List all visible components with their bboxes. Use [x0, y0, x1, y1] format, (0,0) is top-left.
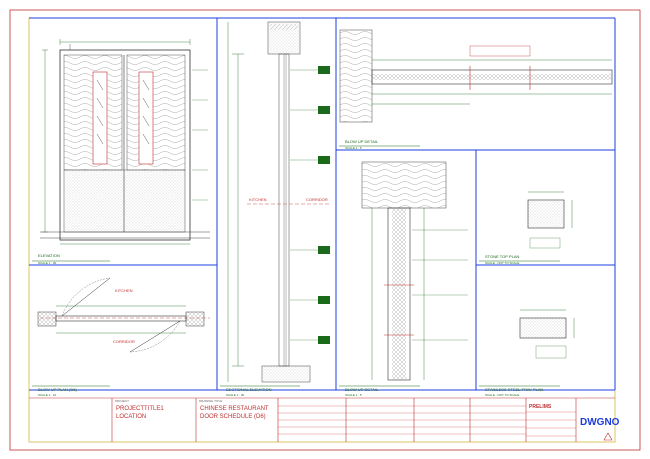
view-caption-elevation: ELEVATION: [38, 253, 60, 258]
project-location: LOCATION: [116, 414, 147, 420]
view-scale-stainless-steel-tray-plan: SCALE - NOT TO SCALE: [485, 393, 520, 397]
sectional-elevation-view: [227, 21, 330, 383]
view-scale-stone-top-plan: SCALE - NOT TO SCALE: [485, 261, 520, 265]
view-caption-blow-up-detail-2: BLOW UP DETAIL: [345, 387, 379, 392]
elevation-view: [40, 39, 210, 245]
view-scale-blow-up-plan: SCALE 1 : 10: [38, 393, 57, 397]
view-caption-stone-top-plan: STONE TOP PLAN: [485, 254, 520, 259]
view-caption-sectional-elevation: SECTIONAL ELEVATION: [226, 387, 272, 392]
drawing-title-line1: CHINESE RESTAURANT: [200, 406, 269, 412]
kitchen-tag-plan: KITCHEN: [115, 288, 133, 293]
project-heading: PROJECT: [115, 399, 130, 403]
stainless-steel-tray-plan-view: [519, 309, 575, 359]
view-scale-blow-up-detail-2: SCALE 1 : 5: [345, 393, 362, 397]
view-caption-stainless-steel-tray-plan: STAINLESS STEEL TRAY PLAN: [485, 387, 544, 392]
view-scale-elevation: SCALE 1 : 30: [38, 261, 57, 265]
blow-up-detail-vertical-view: [361, 161, 468, 381]
outer-red-frame: [9, 9, 641, 451]
stone-top-plan-view: [527, 191, 573, 249]
drawing-title-heading: DRAWING TITLE: [199, 399, 223, 403]
title-block: [29, 397, 615, 442]
kitchen-tag-section: KITCHEN: [249, 197, 267, 202]
drawing-title-line2: DOOR SCHEDULE (D6): [200, 414, 266, 420]
revision-status: PRELIMS: [529, 404, 552, 410]
panel-grid: [29, 17, 616, 391]
view-caption-blow-up-detail-1: BLOW UP DETAIL: [345, 139, 379, 144]
blow-up-plan-view: [37, 277, 210, 353]
view-caption-blow-up-plan: BLOW UP PLAN (D6): [38, 387, 77, 392]
view-scale-sectional-elevation: SCALE 1 : 30: [226, 393, 245, 397]
drawing-number: DWGNO: [580, 417, 620, 428]
blow-up-detail-horizontal-view: [339, 29, 613, 123]
view-scale-blow-up-detail-1: SCALE 1 : 5: [345, 146, 362, 150]
corridor-tag-section: CORRIDOR: [306, 197, 328, 202]
corridor-tag-plan: CORRIDOR: [113, 339, 135, 344]
warning-triangle-icon: [603, 432, 613, 441]
project-name: PROJECTTITLE1: [116, 406, 164, 412]
